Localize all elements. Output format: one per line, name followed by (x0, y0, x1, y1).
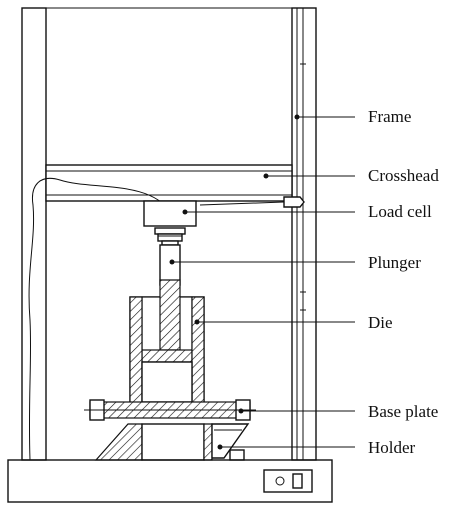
label-die: Die (368, 313, 393, 332)
cable (28, 178, 171, 461)
label-load-cell: Load cell (368, 202, 432, 221)
label-base-plate: Base plate (368, 402, 438, 421)
load-cell (143, 200, 197, 246)
label-holder: Holder (368, 438, 416, 457)
die (129, 279, 205, 408)
plunger (159, 244, 181, 286)
label-crosshead: Crosshead (368, 166, 439, 185)
label-frame: Frame (368, 107, 411, 126)
machine-base (7, 459, 333, 503)
label-plunger: Plunger (368, 253, 421, 272)
base-plate (84, 399, 256, 421)
holder (94, 423, 250, 461)
leader-lines (169, 114, 355, 450)
